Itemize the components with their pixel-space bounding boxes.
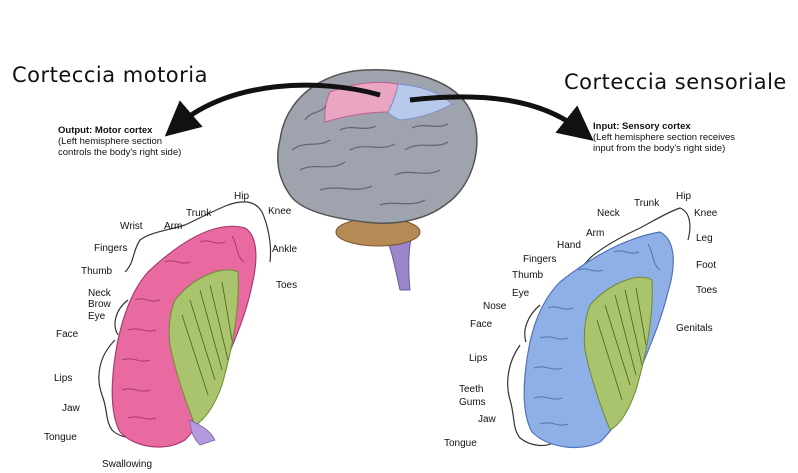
motor-label-lips: Lips: [54, 373, 72, 384]
sensory-label-genitals: Genitals: [676, 323, 713, 334]
sensory-label-nose: Nose: [483, 301, 506, 312]
motor-caption-line-2: controls the body's right side): [58, 147, 181, 158]
sensory-label-hip: Hip: [676, 191, 691, 202]
motor-label-wrist: Wrist: [120, 221, 143, 232]
sensory-label-neck: Neck: [597, 208, 620, 219]
motor-cortex-caption: Output: Motor cortex (Left hemisphere se…: [58, 125, 181, 158]
sensory-label-foot: Foot: [696, 260, 716, 271]
sensory-label-face: Face: [470, 319, 492, 330]
sensory-label-tongue: Tongue: [444, 438, 477, 449]
sensory-caption-line-2: input from the body's right side): [593, 143, 735, 154]
motor-label-neck: Neck: [88, 288, 111, 299]
sensory-cortex-title: Corteccia sensoriale: [564, 70, 787, 94]
motor-label-hip: Hip: [234, 191, 249, 202]
motor-label-thumb: Thumb: [81, 266, 112, 277]
motor-label-arm: Arm: [164, 221, 182, 232]
motor-label-swallowing: Swallowing: [102, 459, 152, 470]
motor-label-ankle: Ankle: [272, 244, 297, 255]
sensory-label-toes: Toes: [696, 285, 717, 296]
sensory-label-jaw: Jaw: [478, 414, 496, 425]
motor-caption-line-1: (Left hemisphere section: [58, 136, 181, 147]
motor-label-eye: Eye: [88, 311, 105, 322]
motor-lower-purple: [190, 420, 215, 445]
sensory-caption-line-1: (Left hemisphere section receives: [593, 132, 735, 143]
sensory-cortex-caption: Input: Sensory cortex (Left hemisphere s…: [593, 121, 735, 154]
sensory-caption-heading: Input: Sensory cortex: [593, 121, 735, 132]
sensory-label-fingers: Fingers: [523, 254, 556, 265]
sensory-label-thumb: Thumb: [512, 270, 543, 281]
sensory-label-arm: Arm: [586, 228, 604, 239]
motor-cortex-section: [99, 202, 271, 447]
sensory-label-hand: Hand: [557, 240, 581, 251]
motor-label-knee: Knee: [268, 206, 291, 217]
motor-label-face: Face: [56, 329, 78, 340]
motor-caption-heading: Output: Motor cortex: [58, 125, 181, 136]
brain-illustration: [278, 70, 477, 290]
motor-label-fingers: Fingers: [94, 243, 127, 254]
motor-label-brow: Brow: [88, 299, 111, 310]
motor-label-jaw: Jaw: [62, 403, 80, 414]
sensory-label-teeth: Teeth: [459, 384, 483, 395]
motor-cortex-title: Corteccia motoria: [12, 63, 208, 87]
motor-label-trunk: Trunk: [186, 208, 211, 219]
sensory-cortex-section: [508, 208, 690, 447]
sensory-label-eye: Eye: [512, 288, 529, 299]
sensory-label-gums: Gums: [459, 397, 486, 408]
sensory-label-lips: Lips: [469, 353, 487, 364]
motor-label-toes: Toes: [276, 280, 297, 291]
sensory-label-trunk: Trunk: [634, 198, 659, 209]
motor-label-tongue: Tongue: [44, 432, 77, 443]
sensory-label-leg: Leg: [696, 233, 713, 244]
sensory-label-knee: Knee: [694, 208, 717, 219]
